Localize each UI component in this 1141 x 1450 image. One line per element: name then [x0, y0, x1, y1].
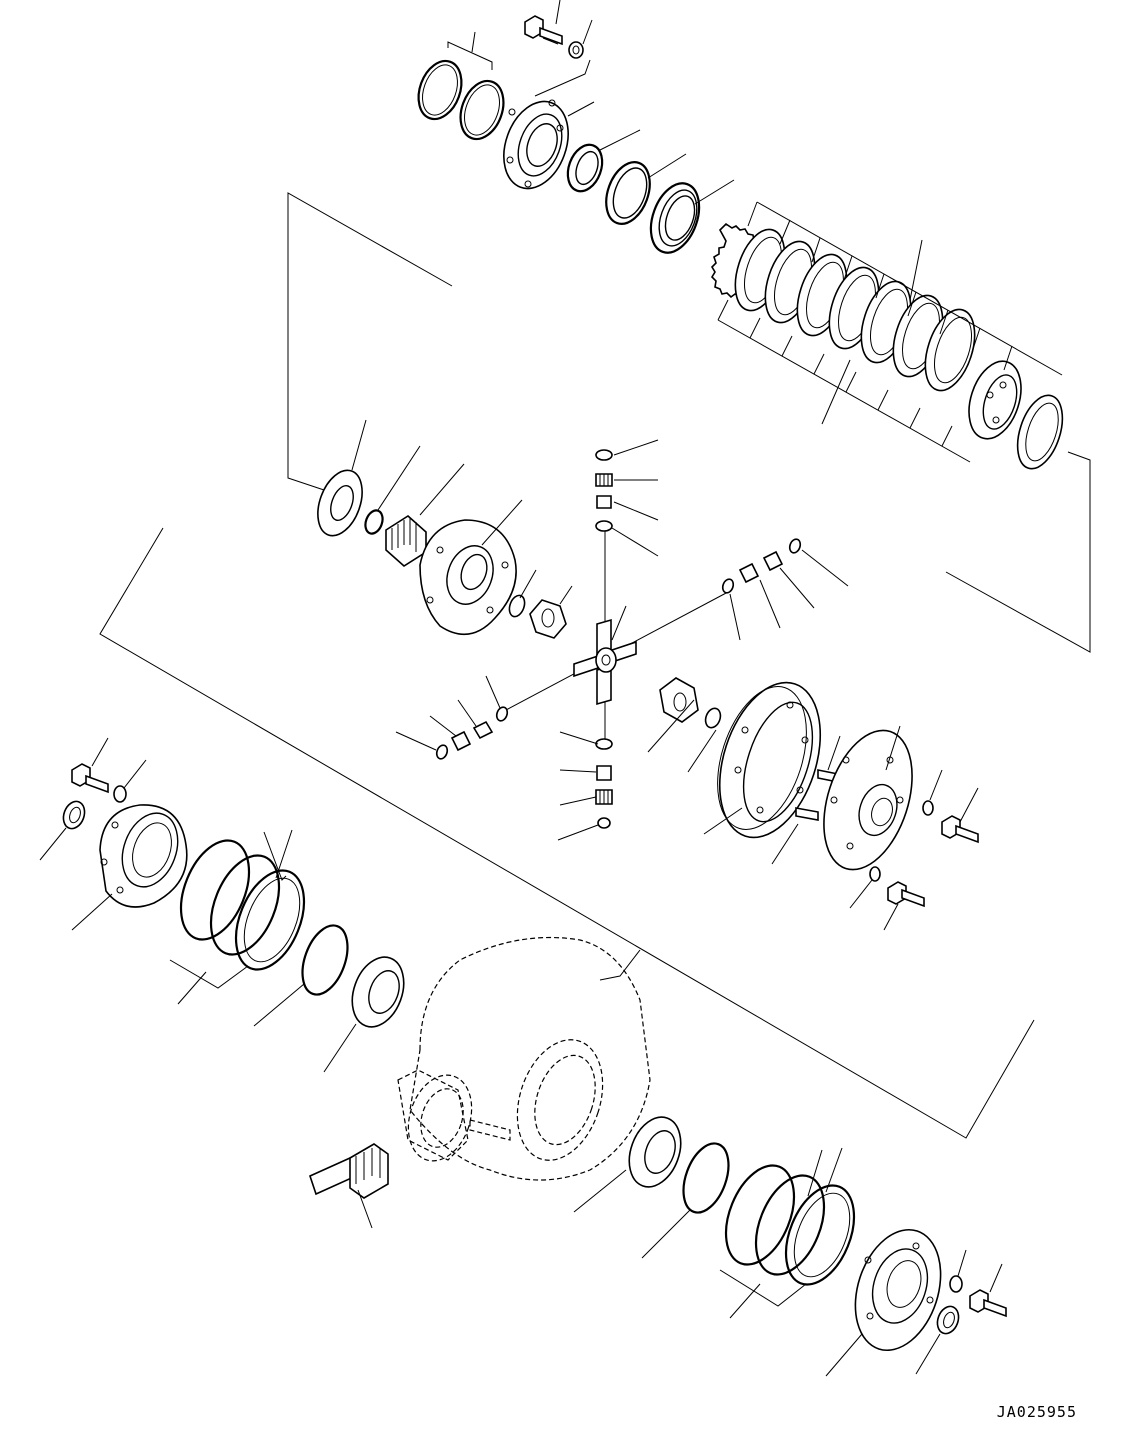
left-oil-seal[interactable] — [60, 798, 88, 831]
diff-case-right[interactable] — [808, 719, 929, 881]
right-bearing[interactable] — [620, 1110, 690, 1194]
drive-pinion[interactable] — [309, 1143, 389, 1199]
diff-left-leaders — [351, 419, 573, 605]
diff-case-bolts[interactable] — [869, 800, 979, 908]
housing-leader — [599, 949, 641, 981]
left-bolt[interactable] — [71, 763, 109, 794]
ring-gear[interactable] — [701, 670, 838, 851]
top-leaders — [447, 0, 735, 205]
side-gear-right[interactable] — [659, 677, 699, 723]
top-washer[interactable] — [568, 41, 584, 59]
left-bearing[interactable] — [343, 950, 413, 1034]
clutch-disc-pack[interactable] — [710, 222, 1071, 474]
top-oil-seal[interactable] — [562, 140, 608, 196]
left-shims[interactable] — [168, 831, 318, 980]
left-group-leaders — [39, 737, 357, 1073]
pinion-stack-left[interactable] — [435, 706, 509, 761]
left-o-ring[interactable] — [294, 919, 356, 1000]
snap-ring[interactable] — [362, 508, 385, 536]
top-seal-rings[interactable] — [411, 55, 511, 145]
right-bearing-carrier[interactable] — [841, 1219, 955, 1362]
right-shims[interactable] — [713, 1156, 868, 1295]
right-oil-seal[interactable] — [934, 1303, 962, 1336]
top-bolt[interactable] — [524, 15, 563, 46]
assembly-bracket-lines — [99, 192, 1091, 1139]
bearing-cage[interactable] — [492, 92, 579, 197]
pinion-leader — [357, 1189, 373, 1229]
side-gear-left[interactable] — [529, 599, 567, 639]
clutch-pack-leaders — [717, 201, 1063, 463]
right-o-ring[interactable] — [675, 1137, 737, 1218]
right-group-leaders — [573, 1147, 1003, 1377]
drawing-reference-code: JA025955 — [996, 1403, 1077, 1421]
axle-housing-outline[interactable] — [397, 936, 651, 1181]
pinion-stack-top[interactable] — [595, 449, 613, 532]
right-washer[interactable] — [949, 1275, 963, 1293]
right-bolt[interactable] — [969, 1289, 1007, 1318]
top-spacer-ring[interactable] — [598, 156, 657, 230]
roller-bearing[interactable] — [385, 515, 427, 567]
spider-leaders — [395, 439, 849, 841]
spider-cross[interactable] — [505, 530, 729, 742]
ring-gear-leaders — [647, 699, 979, 931]
pinion-stack-right[interactable] — [721, 538, 802, 595]
thrust-washer[interactable] — [310, 464, 371, 542]
diff-case-left[interactable] — [419, 519, 517, 636]
left-washer[interactable] — [113, 785, 127, 803]
pinion-stack-bottom[interactable] — [595, 738, 613, 829]
left-bearing-carrier[interactable] — [99, 804, 188, 908]
side-washer-right[interactable] — [703, 706, 723, 730]
top-bearing[interactable] — [642, 177, 708, 260]
